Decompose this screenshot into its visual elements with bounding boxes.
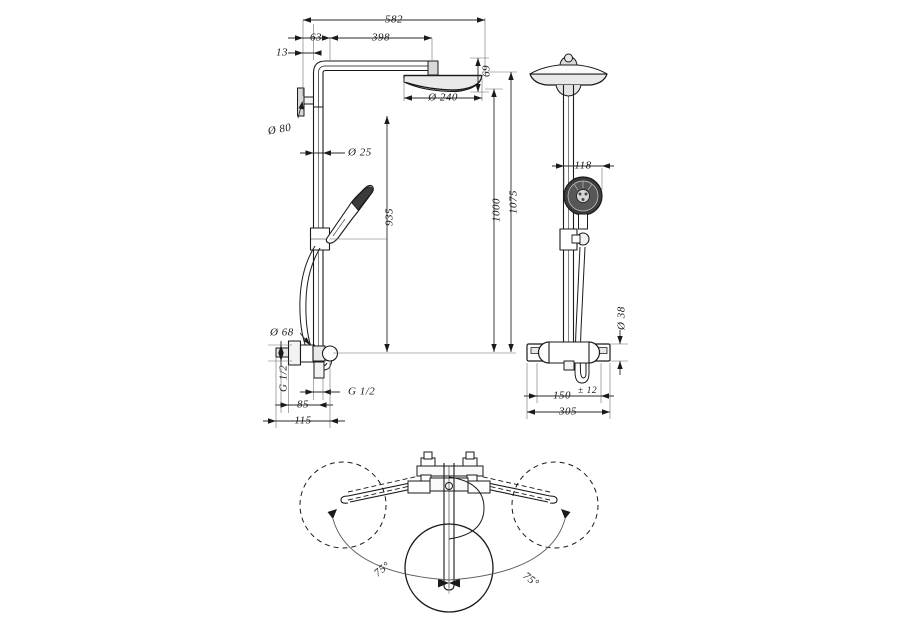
dim-text-1075-front: 1075 [508,190,520,214]
overhead-head-side [529,53,608,97]
dim-text-115: 115 [294,415,311,427]
dim-150 [524,363,614,403]
dim-text-dia-38: Ø 38 [616,306,628,331]
dim-text-63: 63 [310,32,322,44]
dim-text-g12-vertical: G 1/2 [278,365,290,392]
dim-85 [275,365,333,413]
dim-1000 [485,88,503,352]
plan-arms [340,472,558,504]
dim-text-118: 118 [574,160,591,172]
dim-935 [329,116,390,352]
dim-text-85: 85 [297,399,309,411]
dim-118 [552,163,614,190]
dim-text-g12-horizontal: G 1/2 [348,386,375,398]
plan-overhead-head-circle [404,523,494,613]
riser-bar-side [562,85,575,345]
dim-dia-240 [403,78,483,101]
dim-text-dia-240: Ø 240 [427,92,458,104]
dim-69 [470,57,489,93]
plan-secondary-arc [448,476,485,540]
dim-dia-25 [300,150,345,156]
dim-text-69: 69 [481,65,493,77]
side-view-product [526,53,611,384]
plan-centre-marks [438,560,460,594]
dim-text-dia-25: Ø 25 [347,147,372,159]
dim-582 [303,17,485,23]
dim-1075-front [485,71,517,352]
dim-13 [288,50,322,56]
angle-arc-right [448,518,566,581]
front-view: 582 63 398 13 69 Ø 240 Ø 80 Ø 25 Ø 68 93… [263,14,520,428]
dim-text-305: 305 [558,406,577,418]
arm-head-connector [427,60,439,76]
dim-63 [288,35,330,41]
dim-text-582: 582 [385,14,403,26]
dim-text-398: 398 [371,32,390,44]
swivel-circle-left [299,461,387,549]
dim-g12-horizontal [300,378,340,400]
dim-text-dia-80: Ø 80 [266,122,292,138]
hand-shower-side [563,176,603,230]
dim-text-150: 150 [553,390,571,402]
dim-dia-68 [299,332,311,346]
angle-arcs [327,509,571,581]
dim-text-dia-68: Ø 68 [269,327,294,339]
front-view-dimensions [263,17,517,428]
overhead-shower-head-face [405,81,481,91]
dim-305 [526,363,611,419]
dim-115 [263,357,345,428]
angle-arc-left [332,518,450,581]
slider-bracket-side [559,228,590,251]
hand-shower [325,184,374,244]
front-view-product [275,60,483,379]
dim-dia-80 [297,101,304,119]
dim-398 [330,35,432,41]
side-view-dimensions [524,163,628,419]
side-view: 118 Ø 38 150 ± 12 305 [524,53,628,419]
swivel-range-circles [299,461,599,549]
shower-arm-inner-line [318,65,432,107]
swivel-circle-right [511,461,599,549]
thermostat-valve-side [526,341,611,371]
shower-hose-side [574,246,590,384]
dim-text-150-tolerance: ± 12 [578,386,597,396]
dim-dia-38 [610,330,628,375]
dim-text-935: 935 [384,208,396,226]
dim-text-13: 13 [276,47,288,59]
slider-bracket [309,227,331,251]
dim-text-1000: 1000 [491,198,503,222]
